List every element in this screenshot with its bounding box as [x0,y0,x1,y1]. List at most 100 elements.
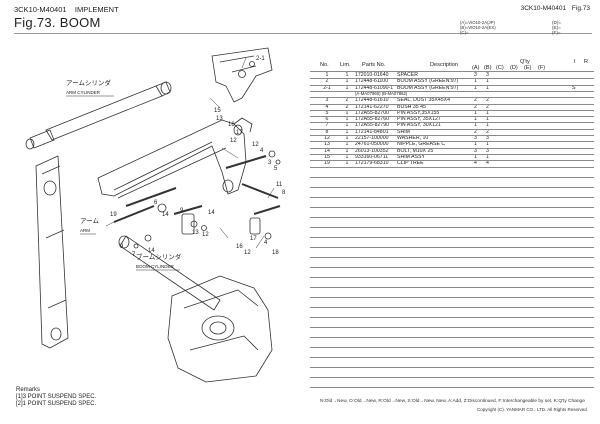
serial-note: (A-MA07960) (B-MA07862) [355,90,408,96]
part-number: 26013-100352 [355,147,389,154]
qty-b: 1 [486,84,489,91]
qty-a: 2 [474,103,477,110]
callout-4: 4 [260,148,264,154]
part-number: 933160-06711 [355,153,389,160]
table-rule [310,176,594,178]
col-r: R [584,59,589,65]
table-rule [310,166,594,168]
table-rule [310,122,594,124]
qty-a: 1 [474,84,477,91]
table-head-rule [310,71,594,72]
part-description: SPACER [397,72,418,78]
col-qty-e: (E) [524,65,532,71]
qty-a: 1 [474,153,477,160]
figure-title: Fig.73. BOOM [14,15,101,30]
callout-14c: 14 [148,248,155,254]
part-number: 172448-61610 [355,97,389,104]
callout-11: 11 [276,182,283,188]
col-qty-a: (A) [472,65,480,71]
qty-b: 1 [486,116,489,123]
table-rule [310,186,594,188]
part-lim: 2 [345,103,349,110]
callout-18: 18 [272,250,279,256]
table-rule [310,216,594,218]
col-qty: Q'ty [520,59,530,65]
callout-12d: 12 [244,250,251,256]
col-lim: Lim. [340,62,351,68]
table-rule [310,97,594,99]
callout-13b: 13 [192,230,199,236]
qty-a: 1 [474,109,477,116]
model-legend-b: (B)=VIO10-2A(EX) [460,25,496,30]
table-rule [310,128,594,130]
part-description: BOOM ASSY (GREEN:97) [397,84,459,91]
part-number: 172448-61100 [355,78,389,85]
part-description: BOOM ASSY (GREEN:97) [397,78,459,85]
part-lim: 1 [345,122,349,129]
header-right: 3CK10-M40401 Fig.73 [521,5,590,12]
header-left: 3CK10-M40401 IMPLEMENT [14,5,119,14]
model-legend: (A)=VIO10-2A(JP) (B)=VIO10-2A(EX) (C)= [460,20,496,35]
callout-14: 14 [162,212,169,218]
callout-17b: 17 [250,236,257,242]
boom-cylinder-shape [119,235,221,311]
table-rule [310,160,594,162]
part-lim: 1 [345,109,349,116]
boom-body-shape [97,119,247,197]
part-ref-no: 7 [325,122,329,129]
qty-a: 1 [474,116,477,123]
arm-cylinder-label-en: ARM CYLINDER [66,90,101,95]
callout-12b: 12 [252,142,259,148]
part-description: BOLT, M10X 25 [397,147,434,154]
copyright: Copyright (C). YANMAR CO., LTD. All Righ… [476,407,588,412]
callout-12: 12 [230,138,237,144]
part-number: 22157-100000 [355,135,389,141]
table-rule [310,141,594,143]
part-description: CLIP TREE [397,160,424,167]
part-number: 172448-61090-1 [355,84,394,91]
part-lim: 1 [345,147,349,154]
callout-3: 3 [268,160,272,166]
table-rule [310,286,594,288]
callout-6: 6 [154,200,158,206]
part-number: 172141-62270 [355,103,389,110]
callout-19: 19 [110,212,117,218]
part-description: SHIM ASSY [397,153,425,160]
qty-a: 3 [474,72,477,78]
table-rule [310,153,594,155]
callout-8: 8 [282,190,286,196]
part-lim: 1 [345,160,349,167]
callout-5: 5 [274,166,278,172]
table-rule [310,109,594,111]
table-rule [310,376,594,378]
table-rule [310,84,594,86]
right-model-code: 3CK10-M40401 [520,5,567,12]
swing-bracket-shape [167,275,273,383]
qty-b: 1 [486,141,489,148]
callout-12c: 12 [202,232,209,238]
boom-cylinder-label-en: BOOM CYLINDER [136,264,175,269]
part-number: 172179-68310 [355,160,389,167]
part-ref-no: 15 [324,153,330,160]
callout-13: 13 [216,116,223,122]
part-ref-no: 14 [324,147,330,154]
table-rule [310,116,594,118]
part-ref-no: 6 [325,116,329,123]
arm-shape [35,155,69,349]
table-rule [310,316,594,318]
part-description: SHIM [397,128,410,135]
table-rule [310,356,594,358]
part-number: 172141-84801 [355,128,389,135]
qty-b: 2 [486,103,489,110]
part-ref-no: 12 [324,135,330,141]
part-lim: 1 [345,78,349,85]
table-rule [310,276,594,278]
part-number: 24761-050000 [355,141,389,148]
